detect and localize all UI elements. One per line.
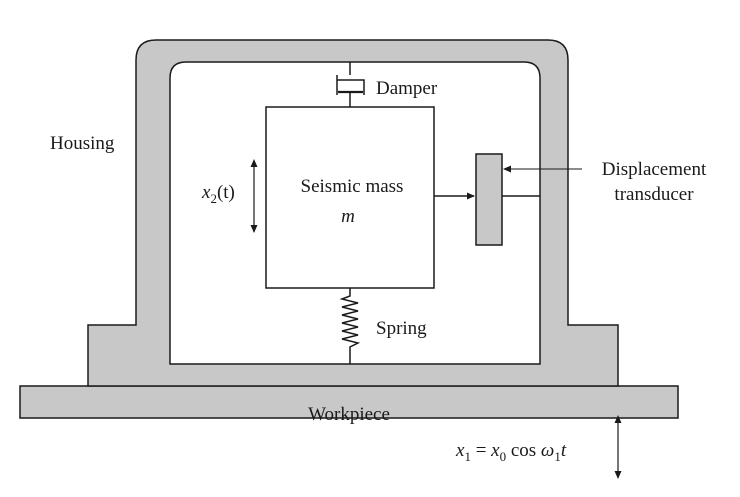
workpiece-slab — [19, 385, 679, 419]
seismic-mass-label: Seismic mass — [301, 176, 404, 197]
x2-label: x2(t) — [201, 182, 235, 206]
damper — [336, 62, 365, 107]
spring-label: Spring — [376, 318, 427, 339]
seismic-mass-block — [265, 106, 435, 289]
x1-equation: x1 = x0 cos ω1t — [455, 440, 567, 464]
spring — [339, 288, 361, 364]
damper-label: Damper — [376, 78, 438, 99]
transducer-label-line2: transducer — [614, 184, 694, 205]
transducer-label-line1: Displacement — [602, 159, 707, 180]
housing-label: Housing — [50, 133, 115, 154]
workpiece-label: Workpiece — [308, 404, 390, 425]
transducer-body — [475, 153, 503, 246]
housing-frame — [87, 39, 619, 387]
mass-symbol: m — [341, 206, 355, 227]
